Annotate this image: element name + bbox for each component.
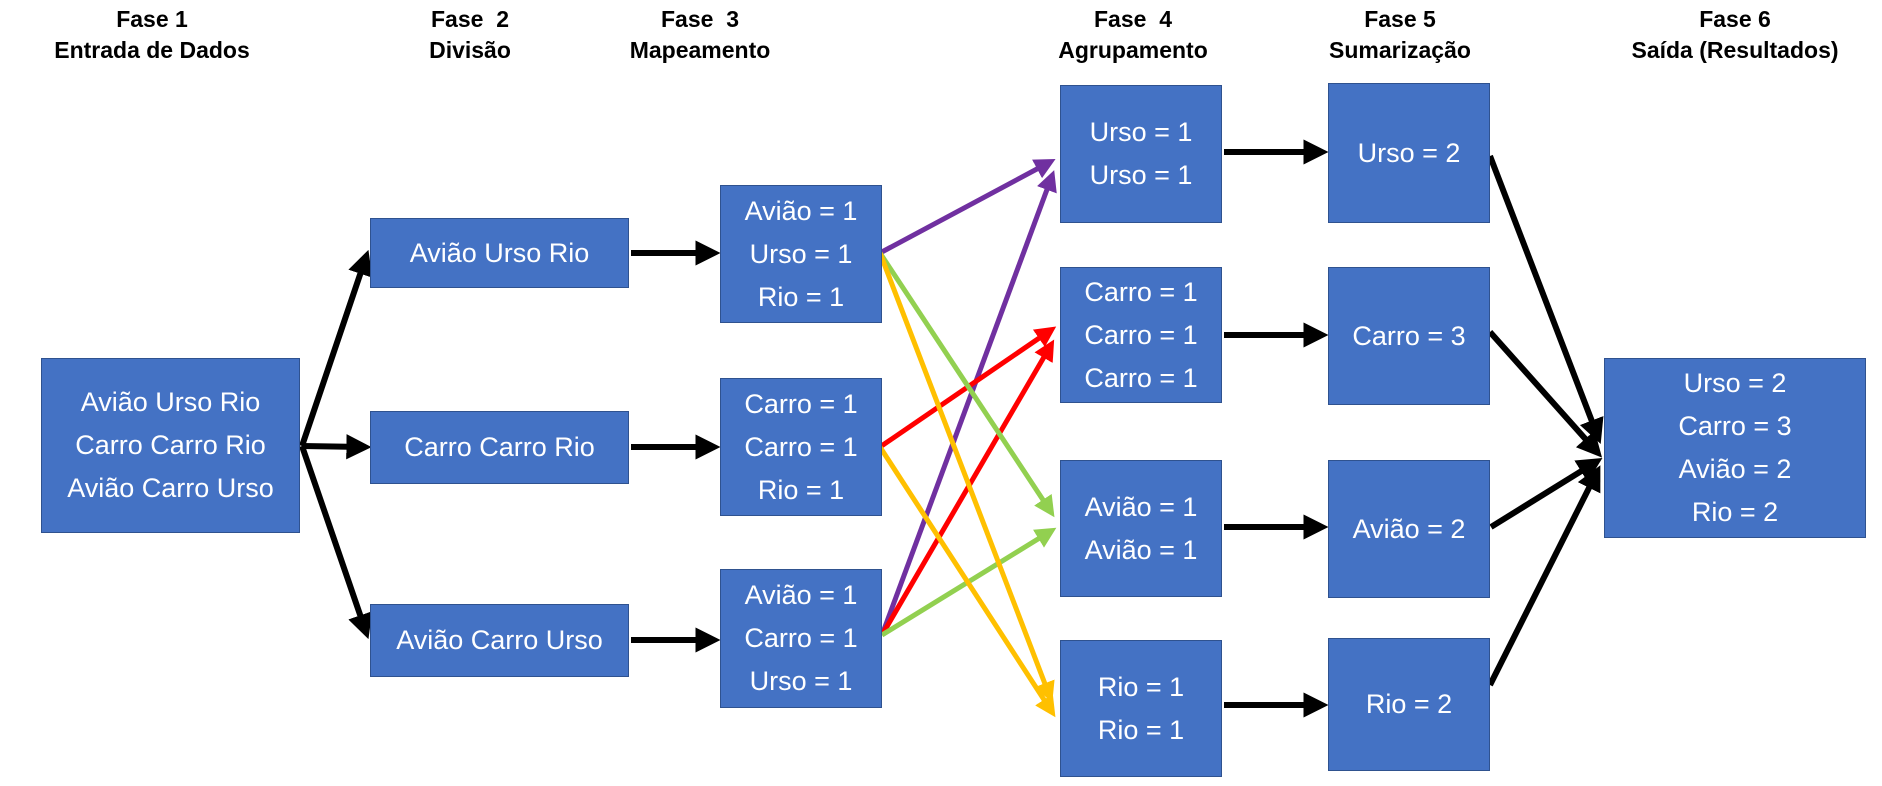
header-fase4: Fase 4 Agrupamento [1058,4,1208,66]
arrow-map1-to-group-aviao [877,251,1055,518]
box-split-3: Avião Carro Urso [370,604,629,677]
box-line: Carro = 1 [744,388,858,419]
box-line: Rio = 2 [1691,497,1779,527]
box-sum-urso: Urso = 2 [1328,83,1490,223]
header-fase6-number: Fase 6 [1699,6,1771,32]
header-fase4-number: Fase 4 [1094,6,1172,32]
box-line: Urso = 2 [1683,368,1787,398]
box-map-1: Avião = 1 Urso = 1 Rio = 1 [720,185,882,323]
box-line: Urso = 2 [1357,137,1461,168]
arrow-input-to-split2 [301,434,372,460]
header-fase5-label: Sumarização [1329,37,1471,63]
box-group-urso: Urso = 1 Urso = 1 [1060,85,1222,223]
header-fase2-number: Fase 2 [430,6,509,32]
box-line: Avião Urso Rio [80,387,261,417]
header-fase1-number: Fase 1 [116,6,188,32]
box-line: Avião = 1 [744,195,858,226]
box-split-1: Avião Urso Rio [370,218,629,288]
box-line: Carro Carro Rio [404,432,595,462]
box-line: Rio = 1 [757,474,845,505]
arrow-input-to-split1 [299,249,373,447]
header-fase5-number: Fase 5 [1364,6,1436,32]
box-group-carro: Carro = 1 Carro = 1 Carro = 1 [1060,267,1222,403]
arrow-map2-to-group-carro [878,326,1057,450]
box-group-rio: Rio = 1 Rio = 1 [1060,640,1222,777]
box-line: Avião = 1 [1084,534,1198,565]
header-fase1-label: Entrada de Dados [54,37,250,63]
box-line: Urso = 1 [1089,160,1193,190]
box-line: Carro = 1 [1084,276,1198,307]
arrow-map3-to-group-urso [879,170,1057,636]
box-line: Rio = 1 [1097,671,1185,702]
header-fase5: Fase 5 Sumarização [1329,4,1471,66]
arrow-map1-to-group-rio [877,252,1055,703]
header-fase3: Fase 3 Mapeamento [630,4,771,66]
box-output-results: Urso = 2 Carro = 3 Avião = 2 Rio = 2 [1604,358,1866,538]
arrow-input-to-split3 [299,445,373,640]
header-fase6-label: Saída (Resultados) [1631,37,1839,63]
box-line: Urso = 1 [749,666,853,696]
box-line: Avião Urso Rio [409,237,590,268]
header-fase3-label: Mapeamento [629,37,771,63]
box-line: Rio = 1 [757,281,845,312]
box-line: Urso = 1 [749,238,853,269]
box-map-3: Avião = 1 Carro = 1 Urso = 1 [720,569,882,708]
header-fase3-number: Fase 3 [661,6,739,32]
box-input-data: Avião Urso Rio Carro Carro Rio Avião Car… [41,358,300,533]
box-line: Rio = 1 [1097,714,1185,745]
header-fase1: Fase 1 Entrada de Dados [54,4,250,66]
arrow-sum-urso-to-output [1487,154,1604,445]
box-line: Carro = 1 [1084,362,1198,393]
box-line: Avião Carro Urso [396,625,603,655]
box-line: Avião = 1 [744,580,858,610]
box-line: Rio = 2 [1365,689,1453,719]
box-line: Avião Carro Urso [67,473,274,503]
box-line: Carro = 1 [744,431,858,462]
box-line: Carro = 3 [1352,320,1466,351]
box-line: Carro = 1 [744,623,858,653]
box-line: Carro Carro Rio [75,430,266,460]
arrow-sum-aviao-to-output [1489,458,1603,530]
header-fase2-label: Divisão [429,37,511,63]
box-line: Avião = 2 [1352,513,1466,544]
box-map-2: Carro = 1 Carro = 1 Rio = 1 [720,378,882,516]
box-line: Carro = 1 [1084,319,1198,350]
box-line: Avião = 1 [1084,491,1198,522]
arrow-map1-to-group-urso [878,159,1056,256]
box-sum-carro: Carro = 3 [1328,267,1490,405]
box-split-2: Carro Carro Rio [370,411,629,484]
header-fase2: Fase 2 Divisão [429,4,511,66]
arrow-sum-rio-to-output [1487,465,1601,687]
box-line: Avião = 2 [1678,454,1792,484]
box-sum-aviao: Avião = 2 [1328,460,1490,598]
header-fase6: Fase 6 Saída (Resultados) [1631,4,1838,66]
box-line: Carro = 3 [1678,411,1792,441]
box-line: Urso = 1 [1089,117,1193,147]
box-group-aviao: Avião = 1 Avião = 1 [1060,460,1222,597]
header-fase4-label: Agrupamento [1058,37,1208,63]
arrow-map2-to-group-rio [877,445,1056,718]
box-sum-rio: Rio = 2 [1328,638,1490,771]
arrow-sum-carro-to-output [1487,330,1603,458]
arrow-map3-to-group-carro [879,339,1055,637]
